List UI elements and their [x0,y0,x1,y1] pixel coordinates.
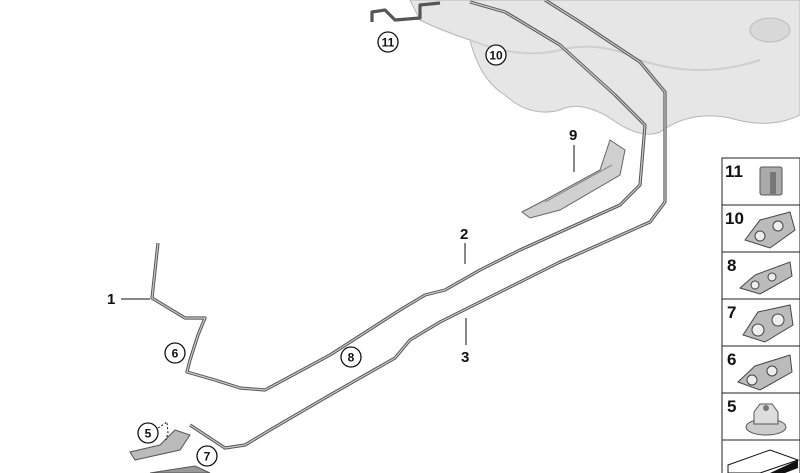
svg-text:11: 11 [382,36,395,50]
hex-nut-icon [745,403,787,436]
callout-6: 6 [164,342,186,364]
svg-text:5: 5 [727,397,736,416]
panel-item-5[interactable]: 5 [721,392,800,441]
fuel-tank [409,0,800,135]
svg-text:7: 7 [204,450,211,464]
svg-text:8: 8 [727,256,736,275]
pipe-holder-icon [737,354,793,391]
svg-text:6: 6 [172,347,179,361]
panel-item-8[interactable]: 8 [721,251,800,300]
callout-7: 7 [196,445,218,467]
pipe-holder-icon [744,211,796,249]
svg-text:10: 10 [725,209,744,228]
fuel-pipe-top [370,1,441,22]
svg-text:7: 7 [727,303,736,322]
svg-text:10: 10 [489,49,503,63]
svg-text:8: 8 [348,351,355,365]
fuel-pipe-upper [150,0,647,392]
panel-item-10[interactable]: 10 [721,204,800,253]
bracket-part-5 [129,429,211,473]
svg-text:5: 5 [145,427,152,441]
pipe-holder-icon [742,304,794,343]
fuel-pipe-lower [189,0,667,450]
callout-5: 5 [137,421,169,444]
sheet-icon [727,449,800,473]
bracket-part-9 [521,139,626,219]
callout-8: 8 [340,346,362,368]
callout-11: 11 [377,31,399,53]
callout-1: 1 [107,291,115,308]
svg-text:11: 11 [725,162,743,181]
panel-item-6[interactable]: 6 [721,345,800,394]
panel-item-sheet[interactable] [721,439,800,473]
panel-item-11[interactable]: 11 [721,157,800,206]
parts-panel: 11 10 8 7 6 5 [721,157,800,473]
callout-2: 2 [460,226,468,243]
clip-icon [759,166,783,196]
callout-10: 10 [485,44,507,66]
panel-item-7[interactable]: 7 [721,298,800,347]
pipe-holder-icon [738,261,793,295]
svg-text:6: 6 [727,350,736,369]
callout-3: 3 [461,349,469,366]
callout-9: 9 [569,127,577,144]
